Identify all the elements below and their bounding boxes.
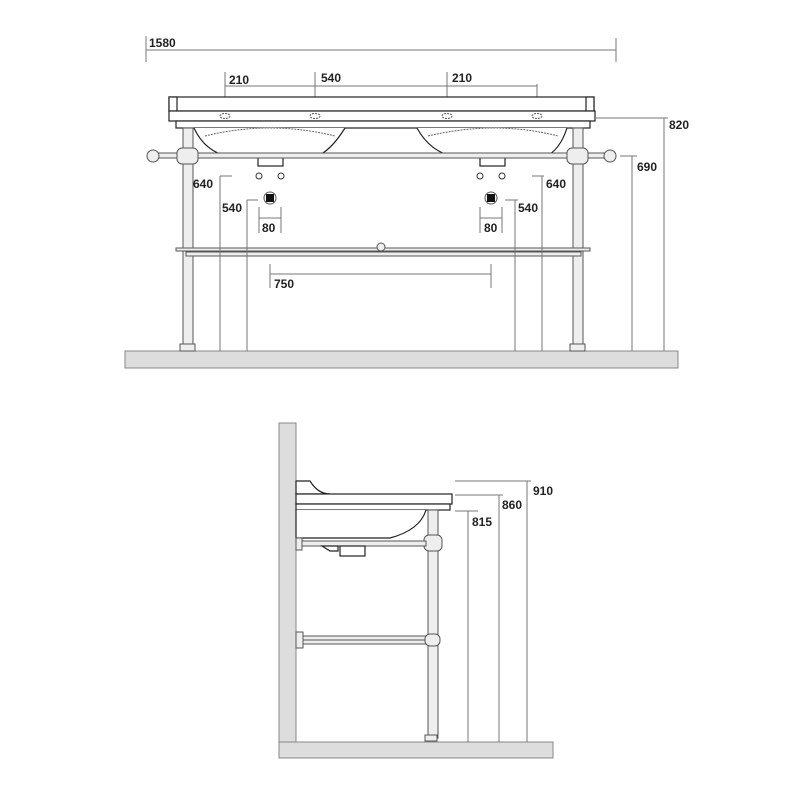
dim-tap-left: 210 — [229, 73, 249, 87]
dim-right-supply-height: 640 — [546, 177, 566, 191]
floor — [278, 741, 554, 759]
dim-left-supply-height: 640 — [193, 177, 213, 191]
dim-rim-height: 860 — [502, 498, 522, 512]
dim-tap-right: 210 — [452, 71, 472, 85]
wall — [278, 422, 297, 744]
floor — [124, 350, 679, 369]
dim-left-waste-height: 540 — [222, 201, 242, 215]
towel-rail — [149, 152, 615, 159]
dim-top-height: 910 — [533, 484, 553, 498]
dim-towel-rail-height: 690 — [637, 160, 657, 174]
dim-left-supply-spacing: 80 — [262, 221, 276, 235]
dim-basin-spacing: 540 — [321, 71, 341, 85]
dim-total-height: 820 — [669, 118, 689, 132]
dim-underside-height: 815 — [472, 515, 492, 529]
side-view: 910 860 815 — [278, 422, 554, 759]
side-countertop — [295, 493, 453, 505]
front-view: 1580 210 540 210 — [124, 36, 689, 369]
dim-right-waste-height: 540 — [518, 201, 538, 215]
side-towel-rail — [297, 540, 427, 547]
side-shelf — [301, 635, 427, 641]
dim-right-supply-spacing: 80 — [484, 221, 498, 235]
dim-shelf-width: 750 — [274, 277, 294, 291]
dim-overall-width: 1580 — [149, 36, 176, 50]
countertop — [168, 96, 595, 112]
